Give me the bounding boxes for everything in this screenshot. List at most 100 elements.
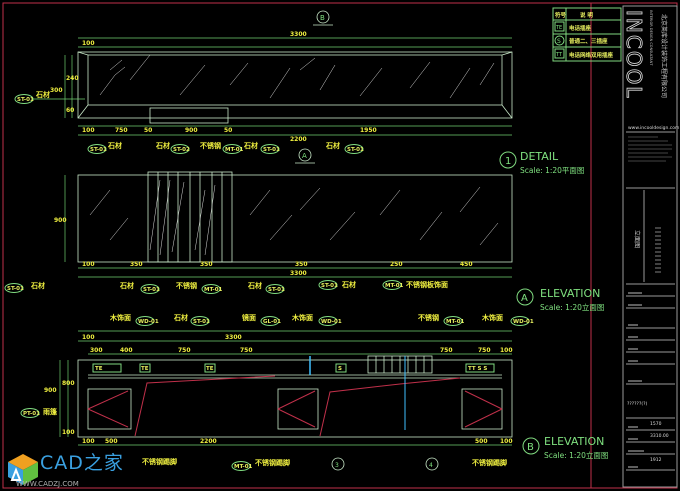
dim-label: 3300 xyxy=(290,270,307,277)
elevation-b-view: 100 3300 300 400 750 750 750 750 100 TE … xyxy=(44,330,513,446)
material-tag: ST-01 xyxy=(321,283,338,289)
phone-socket-icon xyxy=(554,21,565,32)
callout-label: 石材 xyxy=(107,141,122,150)
dim-label: 350 xyxy=(295,261,308,268)
dim-label: 750 xyxy=(440,347,453,354)
title-elevation-a: A ELEVATION Scale: 1:20立面图 xyxy=(516,287,604,312)
socket-label: TT S S xyxy=(468,366,487,372)
material-tag: MT-01 xyxy=(446,319,465,325)
callout-label: 石材 xyxy=(35,90,50,99)
material-tag: GL-01 xyxy=(263,319,281,325)
material-tag: ST-01 xyxy=(347,147,364,153)
dim-label: 750 xyxy=(178,347,191,354)
dim-label: 300 xyxy=(90,347,103,354)
title-block-value: 1570 xyxy=(650,421,662,427)
dim-label: 100 xyxy=(500,438,513,445)
title-elevation-b: B ELEVATION Scale: 1:20立面图 xyxy=(522,435,608,460)
dim-label: 1950 xyxy=(360,127,377,134)
socket-symbol xyxy=(92,363,122,373)
detail-ref-label: 3 xyxy=(335,462,339,469)
dim-label: 350 xyxy=(130,261,143,268)
callout-label: 木饰面 xyxy=(109,313,131,322)
detail-ref-marker[interactable] xyxy=(425,457,439,471)
callout-label: 石材 xyxy=(243,141,258,150)
material-tag: ST-01 xyxy=(268,287,285,293)
material-tag: MT-01 xyxy=(204,287,223,293)
title-detail: 1 DETAIL Scale: 1:20平面图 xyxy=(499,150,584,175)
callout-label: 不锈钢踢脚 xyxy=(142,457,177,466)
section-marker-b[interactable]: B xyxy=(313,10,333,26)
legend-header-desc: 说 明 xyxy=(580,11,593,19)
material-tag: WD-01 xyxy=(321,319,342,325)
view-scale: Scale: 1:20平面图 xyxy=(520,166,584,175)
callout-label: 木饰面 xyxy=(291,313,313,322)
plan-callouts: ST-01 石材 ST-01 石材 ST-02 石材 不锈钢 MT-01 石材 … xyxy=(14,90,364,154)
material-tag: ST-02 xyxy=(173,147,190,153)
legend-table: 符号 说 明 TE 电话插座 S 普通二、三插座 TT 电话网络双用插座 xyxy=(552,7,622,62)
dim-label: 250 xyxy=(390,261,403,268)
callout-label: 不锈钢踢脚 xyxy=(472,458,507,467)
callout-label: 镜面 xyxy=(242,313,256,322)
sheet-code: ??????(?) xyxy=(627,401,647,407)
callout-label: 石材 xyxy=(325,141,340,150)
dim-label: 900 xyxy=(44,387,57,394)
view-name: ELEVATION xyxy=(544,435,604,448)
watermark-logo-icon xyxy=(8,454,38,485)
callout-label: 不锈钢 xyxy=(418,313,439,322)
dim-label: 500 xyxy=(475,438,488,445)
watermark-url: WWW.CADZJ.COM xyxy=(16,480,79,488)
callout-label: 石材 xyxy=(247,281,262,290)
callout-label: 雨篷 xyxy=(43,407,58,416)
socket-label: TE xyxy=(95,366,103,372)
dim-label: 2200 xyxy=(290,136,307,143)
material-tag: ST-01 xyxy=(193,319,210,325)
marker-label: B xyxy=(320,14,325,22)
callout-label: 不锈钢 xyxy=(176,281,197,290)
socket-symbol xyxy=(204,363,216,373)
material-tag: MT-01 xyxy=(225,147,244,153)
callout-label: 不锈钢 xyxy=(200,141,221,150)
view-name: ELEVATION xyxy=(540,287,600,300)
watermark-brand: CAD之家 xyxy=(40,452,124,474)
callout-label: 木饰面 xyxy=(481,313,503,322)
network-socket-icon xyxy=(554,48,565,59)
dim-label: 100 xyxy=(62,429,75,436)
detail-ref-marker[interactable] xyxy=(331,457,345,471)
company-logo: INCOOL xyxy=(622,10,646,99)
marker-label: A xyxy=(302,152,307,160)
dim-label: 500 xyxy=(105,438,118,445)
material-tag: MT-01 xyxy=(234,464,253,470)
material-tag: WD-01 xyxy=(513,319,534,325)
power-socket-icon xyxy=(554,35,565,46)
socket-symbol xyxy=(335,363,347,373)
elevation-a-view: 100 350 350 350 250 450 3300 900 xyxy=(54,171,513,278)
socket-label: TE xyxy=(206,366,214,372)
dim-label: 900 xyxy=(185,127,198,134)
dim-label: 100 xyxy=(82,261,95,268)
view-number: 1 xyxy=(505,156,511,167)
dim-label: 800 xyxy=(62,380,75,387)
legend-symbol: TT xyxy=(555,52,563,58)
dim-label: 50 xyxy=(144,127,152,134)
dim-label: 100 xyxy=(82,127,95,134)
socket-symbol xyxy=(139,363,151,373)
dim-label: 50 xyxy=(224,127,232,134)
elevation-a-callouts: ST-01 石材 石材 ST-01 不锈钢 MT-01 石材 ST-01 ST-… xyxy=(4,280,448,294)
section-marker-a[interactable]: A xyxy=(295,148,315,164)
material-tag: ST-01 xyxy=(263,147,280,153)
dim-label: 400 xyxy=(120,347,133,354)
dim-label: 750 xyxy=(478,347,491,354)
dim-label: 100 xyxy=(82,40,95,47)
company-name: 北京英库设计装饰工程有限公司 xyxy=(660,14,668,98)
view-scale: Scale: 1:20立面图 xyxy=(540,302,604,312)
material-tag: ST-01 xyxy=(143,287,160,293)
dim-label: 350 xyxy=(200,261,213,268)
view-name: DETAIL xyxy=(520,150,559,163)
callout-label: 石材 xyxy=(341,280,356,289)
dim-label: 750 xyxy=(115,127,128,134)
dim-label: 100 xyxy=(500,347,513,354)
material-tag: ST-01 xyxy=(7,286,24,292)
stainless-inset xyxy=(149,107,229,124)
dim-label: 100 xyxy=(82,334,95,341)
